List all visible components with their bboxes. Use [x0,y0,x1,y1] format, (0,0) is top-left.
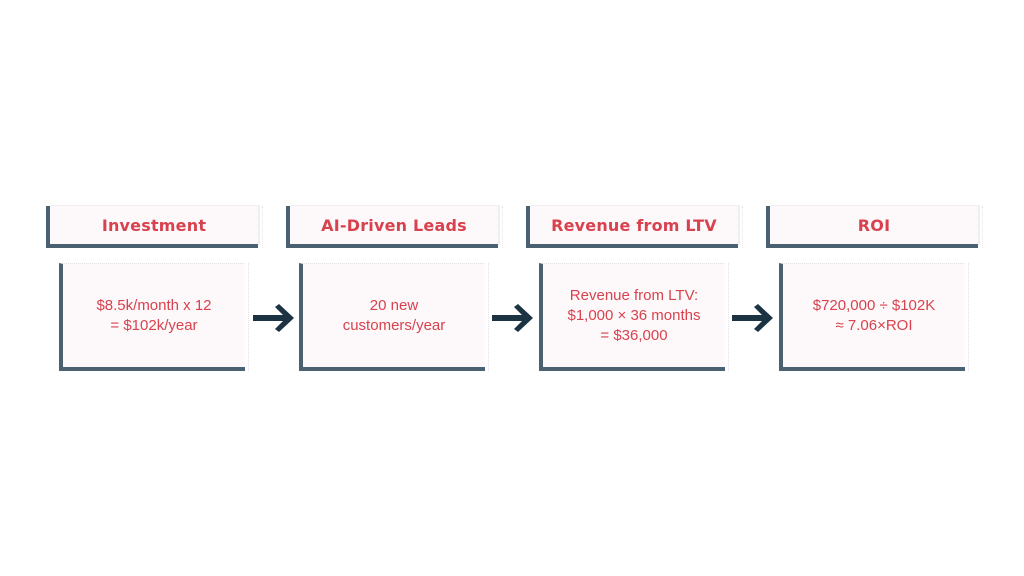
step-body-ai-driven-leads: 20 new customers/year [299,263,489,371]
arrow-right-icon [253,304,294,332]
arrow-right-icon [732,304,773,332]
step-description: 20 new customers/year [342,296,446,334]
step-body-investment: $8.5k/month x 12 = $102k/year [59,263,249,371]
step-body-roi: $720,000 ÷ $102K ≈ 7.06×ROI [779,263,969,371]
step-body-revenue-from-ltv: Revenue from LTV: $1,000 × 36 months = $… [539,263,729,371]
step-header-roi: ROI [766,206,983,248]
step-header-ai-driven-leads: AI-Driven Leads [286,206,503,248]
step-description: $720,000 ÷ $102K ≈ 7.06×ROI [812,296,936,334]
arrow-right-icon [492,304,533,332]
step-title: Investment [101,215,207,235]
step-title: AI-Driven Leads [321,215,467,235]
step-title: ROI [857,215,891,235]
step-header-investment: Investment [46,206,263,248]
step-header-revenue-from-ltv: Revenue from LTV [526,206,743,248]
step-description: Revenue from LTV: $1,000 × 36 months = $… [567,286,701,344]
step-description: $8.5k/month x 12 = $102k/year [96,296,212,334]
step-title: Revenue from LTV [551,215,717,235]
